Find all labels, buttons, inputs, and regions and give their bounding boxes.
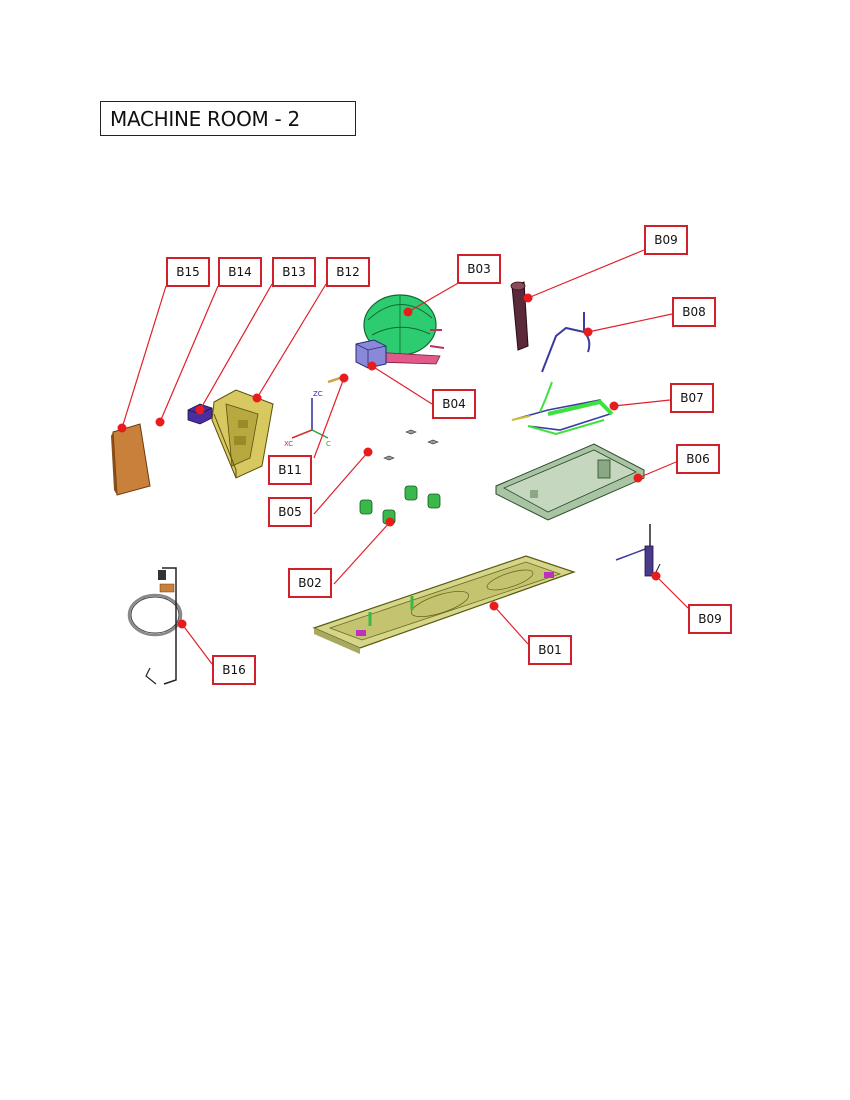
callout-b05: B05 xyxy=(268,497,312,527)
leader-b11 xyxy=(313,377,345,459)
page-title: MACHINE ROOM - 2 xyxy=(100,101,356,136)
callout-b03: B03 xyxy=(457,254,501,284)
part-b07-tubes xyxy=(511,381,614,436)
leader-b07 xyxy=(613,399,671,407)
leader-b12 xyxy=(256,283,327,399)
leader-b01 xyxy=(493,605,529,645)
leader-b14 xyxy=(159,285,219,423)
part-b05-washers xyxy=(383,429,439,461)
callout-b01: B01 xyxy=(528,635,572,665)
leader-lines xyxy=(121,249,689,665)
callout-b16: B16 xyxy=(212,655,256,685)
leader-b02 xyxy=(333,521,391,585)
axis-y-label: C xyxy=(326,440,331,448)
leader-dots xyxy=(117,293,661,629)
part-b06-drain-tray xyxy=(495,443,645,521)
axis-x-label: XC xyxy=(284,440,293,448)
callout-b09-lower: B09 xyxy=(688,604,732,634)
callout-b07: B07 xyxy=(670,383,714,413)
callout-b14: B14 xyxy=(218,257,262,287)
leader-b03 xyxy=(407,281,461,313)
part-b12-electrical-box xyxy=(211,389,274,479)
callout-b12: B12 xyxy=(326,257,370,287)
part-b16-cable xyxy=(127,567,183,685)
axis-z-label: ZC xyxy=(313,390,323,398)
leader-b05 xyxy=(313,451,369,515)
part-b15-plate xyxy=(111,423,151,496)
callout-b09-upper: B09 xyxy=(644,225,688,255)
leader-b13 xyxy=(199,283,273,411)
callout-b02: B02 xyxy=(288,568,332,598)
leader-b09-lower xyxy=(655,575,689,609)
callout-b06: B06 xyxy=(676,444,720,474)
part-b09-lower-rod xyxy=(615,524,661,577)
leader-b04 xyxy=(371,365,433,405)
coordinate-axes: ZC XC C xyxy=(284,390,331,448)
leader-b09-upper xyxy=(527,249,645,299)
leader-b06 xyxy=(637,461,677,479)
callout-b04: B04 xyxy=(432,389,476,419)
callout-b08: B08 xyxy=(672,297,716,327)
part-b09-upper-tube xyxy=(510,281,529,351)
part-b08-tube xyxy=(541,312,591,373)
callout-b11: B11 xyxy=(268,455,312,485)
callout-b13: B13 xyxy=(272,257,316,287)
leader-b16 xyxy=(181,623,213,665)
callout-b15: B15 xyxy=(166,257,210,287)
leader-b08 xyxy=(587,313,673,333)
part-b01-base-tray xyxy=(312,555,576,654)
part-b03-compressor xyxy=(363,294,445,365)
leader-b15 xyxy=(121,285,167,429)
part-b02-grommets xyxy=(359,485,441,525)
